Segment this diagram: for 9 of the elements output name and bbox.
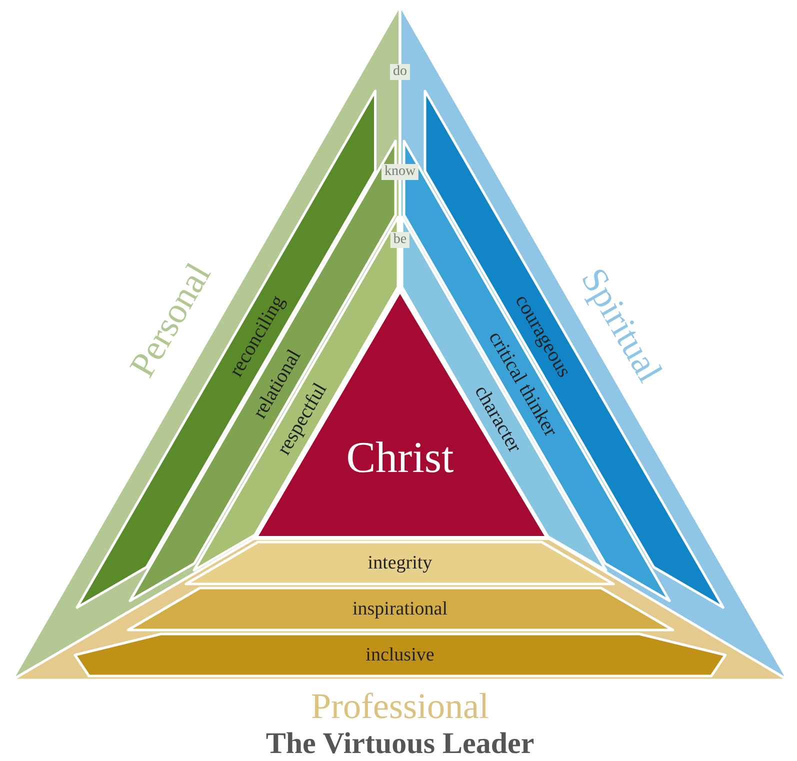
level-label: be <box>390 232 410 248</box>
center-label: Christ <box>346 436 454 480</box>
section-title: Professional <box>311 688 489 724</box>
band-label: inclusive <box>366 646 434 664</box>
level-label: do <box>390 64 410 80</box>
diagram-title: The Virtuous Leader <box>266 729 534 759</box>
band-label: integrity <box>368 554 432 572</box>
level-label: know <box>381 164 419 180</box>
band-label: inspirational <box>352 600 448 618</box>
